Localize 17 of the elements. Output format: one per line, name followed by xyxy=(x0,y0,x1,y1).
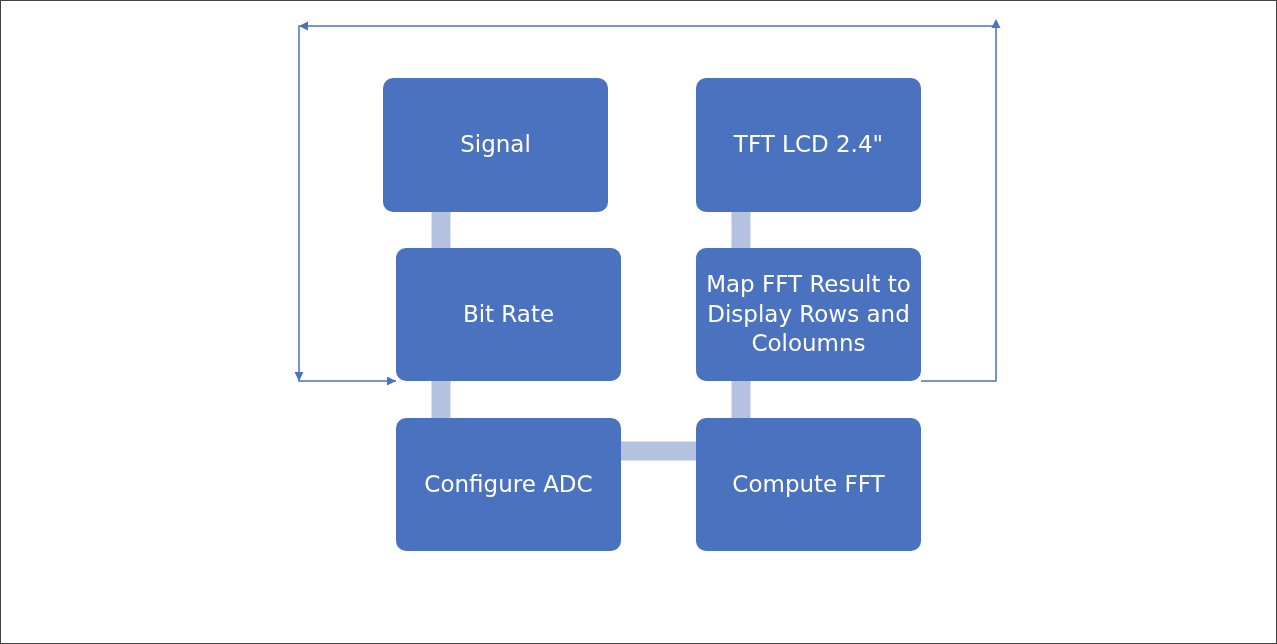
process-box xyxy=(696,78,921,212)
connector-bar xyxy=(621,441,696,461)
box-label: Bit Rate xyxy=(462,299,555,329)
connector-bar xyxy=(431,381,451,418)
connector-bar xyxy=(731,212,751,248)
process-box xyxy=(696,418,921,551)
connector-bar xyxy=(431,212,451,248)
process-box xyxy=(396,418,621,551)
process-box xyxy=(696,248,921,381)
box-label: Configure ADC xyxy=(424,469,593,499)
box-label: Signal xyxy=(460,130,531,160)
box-label: Compute FFT xyxy=(732,469,885,499)
box-label: Map FFT Result to Display Rows and Coloumns xyxy=(706,269,911,359)
box-label: TFT LCD 2.4" xyxy=(733,130,884,160)
process-box xyxy=(383,78,608,212)
connector-bar xyxy=(731,381,751,418)
process-box xyxy=(396,248,621,381)
